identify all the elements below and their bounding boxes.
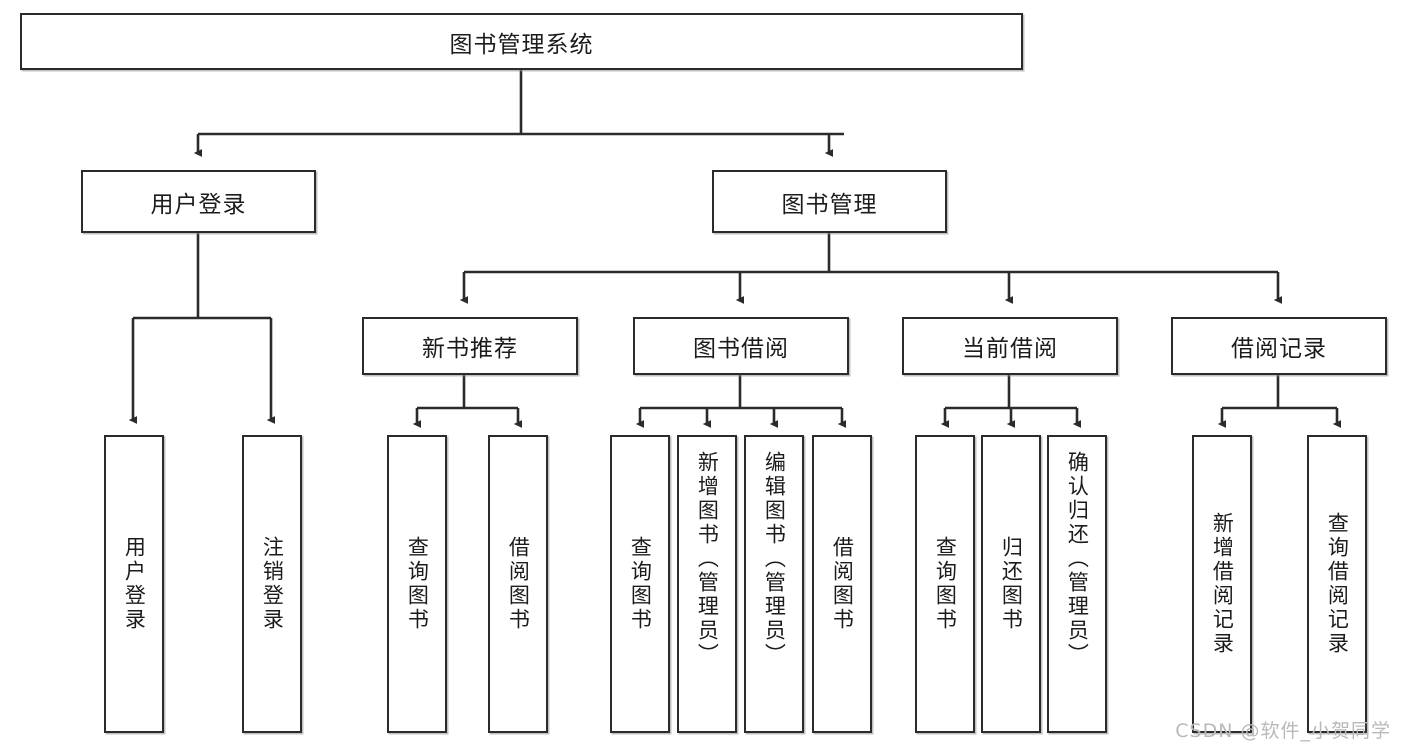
node-leaf-query-book-2[interactable]: 查询图书: [610, 435, 670, 733]
edge-group-new-book: [412, 375, 523, 428]
node-leaf-user-login[interactable]: 用户登录: [104, 435, 164, 733]
node-leaf-logout-login[interactable]: 注销登录: [242, 435, 302, 733]
edge-group-current-borrow: [940, 375, 1082, 428]
node-root[interactable]: 图书管理系统: [20, 13, 1023, 70]
node-leaf-borrow-book-2-label: 借阅图书: [830, 536, 855, 632]
node-leaf-query-book-2-label: 查询图书: [628, 536, 653, 632]
node-leaf-edit-book-label: 编辑图书（管理员）: [762, 451, 787, 667]
node-leaf-confirm-return[interactable]: 确认归还（管理员）: [1047, 435, 1107, 733]
node-borrow-record[interactable]: 借阅记录: [1171, 317, 1387, 375]
node-leaf-edit-book[interactable]: 编辑图书（管理员）: [744, 435, 804, 733]
node-leaf-query-record[interactable]: 查询借阅记录: [1307, 435, 1367, 733]
node-book-manage-label: 图书管理: [781, 191, 878, 218]
node-borrow-record-label: 借阅记录: [1231, 336, 1327, 362]
node-leaf-confirm-return-label: 确认归还（管理员）: [1065, 451, 1090, 667]
node-leaf-query-book-1[interactable]: 查询图书: [387, 435, 447, 733]
node-root-label: 图书管理系统: [449, 31, 594, 58]
node-leaf-return-book[interactable]: 归还图书: [981, 435, 1041, 733]
node-leaf-logout-login-label: 注销登录: [260, 536, 285, 632]
node-leaf-query-book-3[interactable]: 查询图书: [915, 435, 975, 733]
node-book-borrow-label: 图书借阅: [693, 336, 789, 362]
node-leaf-user-login-label: 用户登录: [122, 536, 147, 632]
csdn-watermark: CSDN @软件_小贺同学: [1175, 720, 1391, 742]
node-leaf-borrow-book-1[interactable]: 借阅图书: [488, 435, 548, 733]
node-leaf-query-record-label: 查询借阅记录: [1325, 512, 1350, 656]
node-book-borrow[interactable]: 图书借阅: [633, 317, 849, 375]
node-new-book-recommend-label: 新书推荐: [422, 336, 518, 362]
node-user-login[interactable]: 用户登录: [81, 170, 316, 233]
node-current-borrow-label: 当前借阅: [962, 336, 1058, 362]
node-leaf-query-book-3-label: 查询图书: [933, 536, 958, 632]
node-leaf-borrow-book-1-label: 借阅图书: [506, 536, 531, 632]
node-leaf-add-book-label: 新增图书（管理员）: [695, 451, 720, 667]
node-new-book-recommend[interactable]: 新书推荐: [362, 317, 578, 375]
node-leaf-add-book[interactable]: 新增图书（管理员）: [677, 435, 737, 733]
node-current-borrow[interactable]: 当前借阅: [902, 317, 1118, 375]
edge-group-book-manage: [459, 233, 1283, 304]
edge-group-user-login: [128, 233, 276, 424]
node-leaf-return-book-label: 归还图书: [999, 536, 1024, 632]
node-leaf-borrow-book-2[interactable]: 借阅图书: [812, 435, 872, 733]
edge-group-borrow-record: [1217, 375, 1342, 428]
edge-group-book-borrow: [635, 375, 847, 428]
node-book-manage[interactable]: 图书管理: [712, 170, 947, 233]
node-leaf-query-book-1-label: 查询图书: [405, 536, 430, 632]
node-leaf-add-record[interactable]: 新增借阅记录: [1192, 435, 1252, 733]
edge-group-root: [193, 70, 844, 157]
node-leaf-add-record-label: 新增借阅记录: [1210, 512, 1235, 656]
node-user-login-label: 用户登录: [150, 191, 247, 218]
